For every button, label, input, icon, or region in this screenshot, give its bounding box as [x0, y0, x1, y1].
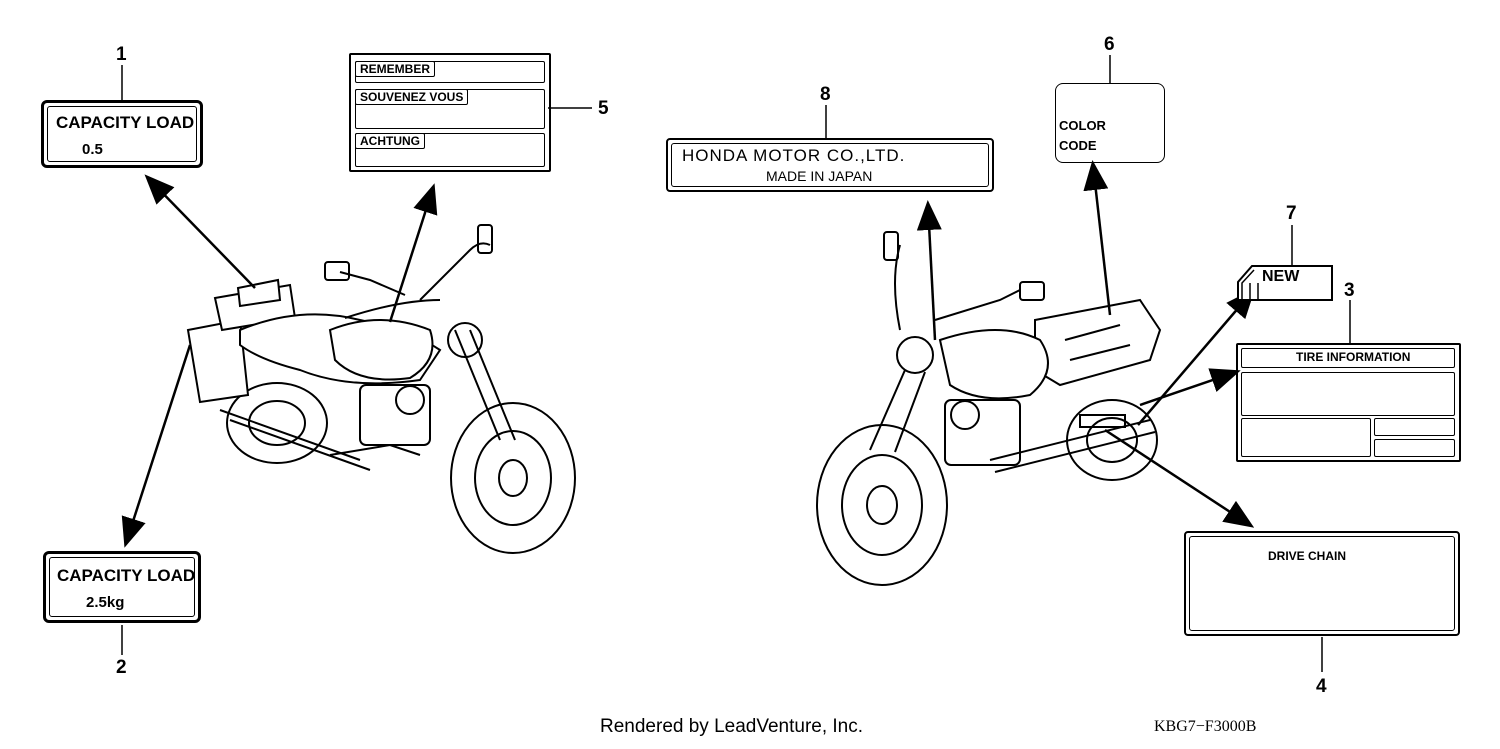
callout-2: 2	[116, 657, 127, 678]
new-label-shape	[1237, 265, 1333, 301]
callout-lines	[121, 55, 1351, 672]
callout-1: 1	[116, 44, 127, 65]
drive-chain-label: DRIVE CHAIN	[1184, 531, 1460, 636]
callout-7: 7	[1286, 203, 1297, 224]
callout-5: 5	[598, 98, 609, 119]
capacity-load-label-1: CAPACITY LOAD 0.5	[41, 100, 203, 168]
capacity-load-value: 0.5	[82, 141, 103, 158]
tire-info-box-2	[1241, 418, 1371, 457]
motorcycle-right-illustration	[816, 231, 1162, 586]
color-code-label: COLOR CODE	[1055, 83, 1165, 163]
callout-6: 6	[1104, 34, 1115, 55]
capacity-load-title: CAPACITY LOAD	[56, 113, 195, 132]
souvenez-tag: SOUVENEZ VOUS	[355, 89, 469, 105]
tire-title: TIRE INFORMATION	[1296, 350, 1411, 364]
remember-tag: REMEMBER	[355, 61, 436, 77]
tire-information-label: TIRE INFORMATION	[1236, 343, 1461, 462]
tire-info-box-1	[1241, 372, 1455, 416]
callout-4: 4	[1316, 676, 1327, 697]
capacity-load-title: CAPACITY LOAD	[57, 566, 196, 585]
rendered-by-credit: Rendered by LeadVenture, Inc.	[600, 716, 864, 737]
code-text: CODE	[1059, 138, 1097, 153]
tire-info-box-4	[1374, 439, 1455, 457]
achtung-box	[355, 133, 545, 167]
capacity-load-label-2: CAPACITY LOAD 2.5kg	[43, 551, 201, 623]
motorcycle-left-illustration	[186, 224, 576, 554]
tire-info-box-3	[1374, 418, 1455, 436]
warning-label: REMEMBER SOUVENEZ VOUS ACHTUNG	[349, 53, 551, 172]
color-text: COLOR	[1059, 118, 1106, 133]
achtung-tag: ACHTUNG	[355, 133, 425, 149]
tire-title-box	[1241, 348, 1455, 368]
made-in: MADE IN JAPAN	[766, 168, 873, 184]
new-label-text: NEW	[1262, 268, 1300, 285]
maker-label: HONDA MOTOR CO.,LTD. MADE IN JAPAN	[666, 138, 994, 192]
diagram-code: KBG7−F3000B	[1154, 718, 1257, 735]
callout-3: 3	[1344, 280, 1355, 301]
drive-chain-title: DRIVE CHAIN	[1268, 549, 1347, 563]
capacity-load-value: 2.5kg	[86, 594, 125, 611]
leader-arrows	[121, 160, 1256, 548]
callout-8: 8	[820, 84, 831, 105]
maker-name: HONDA MOTOR CO.,LTD.	[682, 146, 906, 165]
